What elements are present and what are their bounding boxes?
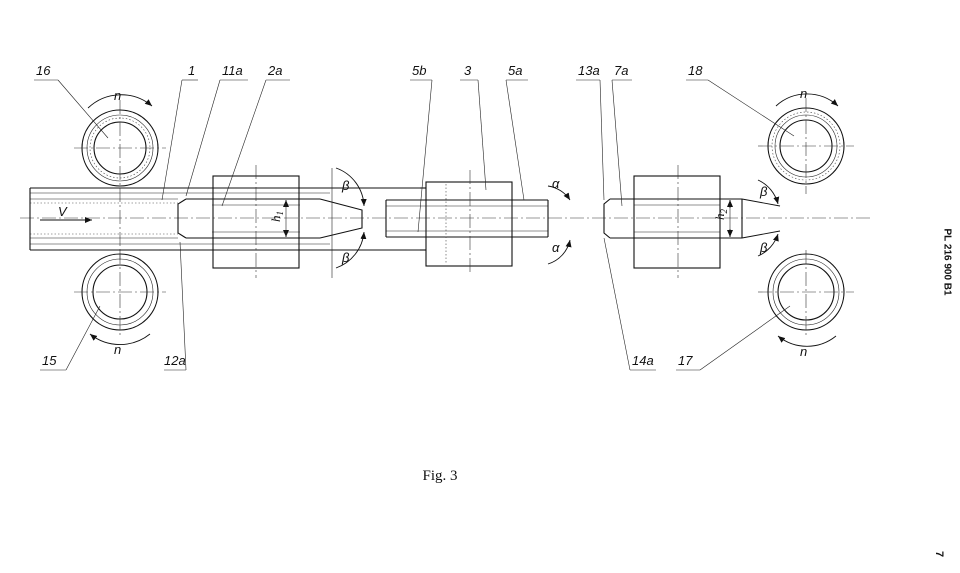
ref-2a: 2a [267, 63, 282, 78]
ref-18: 18 [688, 63, 703, 78]
patent-number: PL 216 900 B1 [941, 228, 953, 296]
alpha-arc-upper [547, 185, 571, 201]
mandrel-2a [177, 165, 363, 278]
roll-17: n [758, 250, 854, 359]
beta-arc-lower-right [757, 233, 779, 257]
dimension-h1: h1 [268, 200, 289, 237]
ref-16: 16 [36, 63, 51, 78]
beta-line-right-upper [741, 198, 781, 207]
rotation-n-18: n [800, 86, 807, 101]
dimension-h1-subscript: 1 [275, 211, 285, 216]
beta-symbol-1: β [341, 178, 350, 193]
beta-symbol-4: β [759, 240, 768, 255]
dimension-h2: h2 [712, 200, 733, 237]
beta-arc-upper-right [757, 179, 780, 205]
rotation-n-16: n [114, 88, 121, 103]
ref-3: 3 [464, 63, 472, 78]
dimension-h2-subscript: 2 [719, 209, 729, 214]
ref-5b: 5b [412, 63, 426, 78]
rotation-n-15: n [114, 342, 121, 357]
ref-15: 15 [42, 353, 57, 368]
ref-11a: 11a [222, 63, 243, 78]
alpha-symbol-2: α [552, 240, 560, 255]
svg-text:h2: h2 [712, 209, 729, 221]
rotation-n-17: n [800, 344, 807, 359]
ref-5a: 5a [508, 63, 522, 78]
alpha-symbol-1: α [552, 176, 560, 191]
ref-1: 1 [188, 63, 195, 78]
ref-13a: 13a [578, 63, 600, 78]
svg-text:h1: h1 [268, 211, 285, 222]
mandrel-section-3 [385, 170, 549, 275]
beta-symbol-3: β [759, 184, 768, 199]
beta-arc-upper-left [335, 167, 367, 207]
mandrel-7a [603, 165, 743, 278]
page-number: 7 [933, 550, 946, 558]
alpha-arc-lower [547, 239, 572, 265]
reference-leaders: 16 1 11a 2a 5b 3 5a 13a 7a 18 [34, 63, 795, 371]
beta-arc-lower-left [335, 231, 367, 269]
ref-7a: 7a [614, 63, 628, 78]
roll-15: n [74, 250, 166, 357]
beta-symbol-2: β [341, 250, 350, 265]
ref-12a: 12a [164, 353, 186, 368]
velocity-symbol: V [58, 204, 68, 219]
ref-17: 17 [678, 353, 693, 368]
roll-18: n [758, 86, 854, 194]
beta-line-right-lower [741, 230, 781, 239]
figure-caption: Fig. 3 [422, 468, 458, 484]
roll-16: n [74, 88, 166, 260]
ref-14a: 14a [632, 353, 654, 368]
